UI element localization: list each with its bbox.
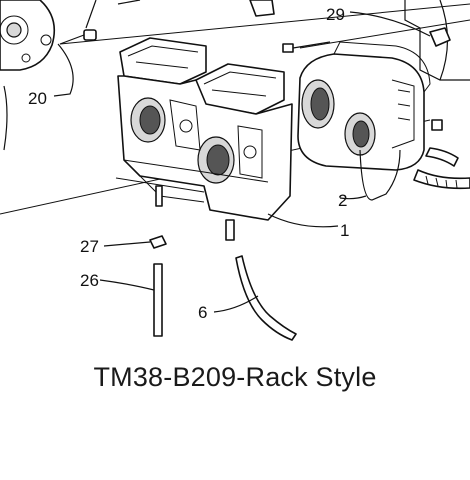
callout-29: 29: [326, 5, 345, 24]
callout-20: 20: [28, 89, 47, 108]
left-curve-part: [3, 85, 8, 151]
top-center-partial-part: [85, 0, 275, 29]
carburetor-part-1: [115, 37, 293, 241]
callout-1: 1: [340, 221, 349, 240]
left-edge-component: [0, 0, 56, 71]
fitting-part-27: [103, 235, 167, 249]
strap-clamp: [413, 119, 470, 190]
tube-part-26: [99, 263, 163, 337]
fastener-29: [349, 11, 451, 47]
airbox-part-2: [297, 41, 431, 171]
diagram-caption: TM38-B209-Rack Style: [93, 362, 377, 392]
hose-part-6: [213, 255, 297, 341]
callout-2: 2: [338, 191, 347, 210]
screw-20: [59, 29, 97, 45]
callout-leaders: [53, 43, 401, 228]
callout-6: 6: [198, 303, 207, 322]
callout-26: 26: [80, 271, 99, 290]
airbox-bolt: [282, 41, 331, 53]
callout-27: 27: [80, 237, 99, 256]
